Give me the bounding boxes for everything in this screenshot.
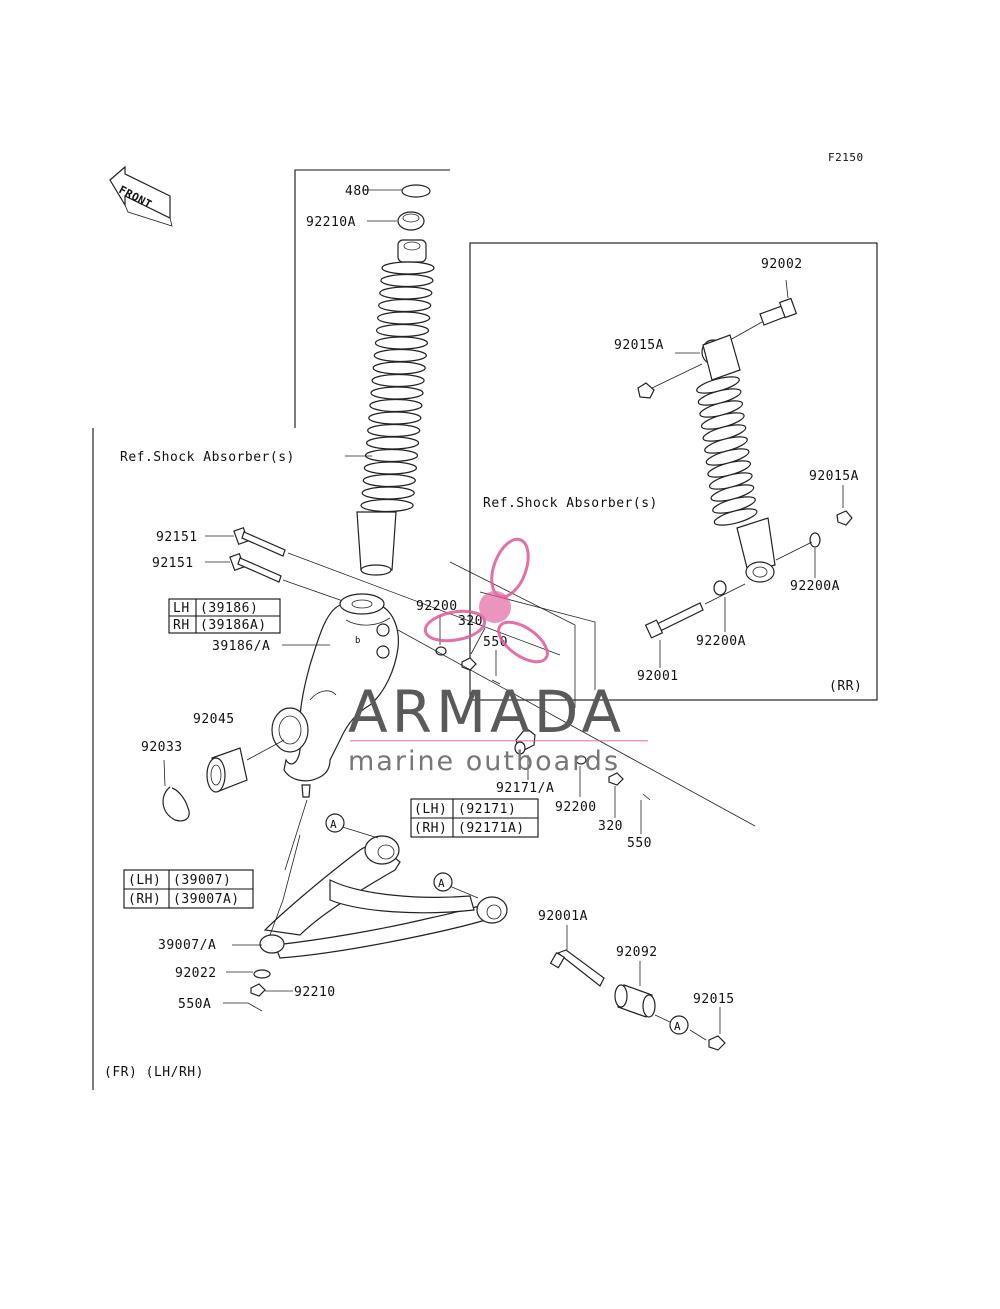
label-92015: 92015 [693, 992, 735, 1007]
label-92210a: 92210A [306, 215, 356, 230]
knuckle-rh-side: RH [173, 618, 190, 633]
tie-rod-rh-part: (92171A) [458, 821, 525, 836]
spring-coil [370, 386, 424, 400]
spring-coil [366, 436, 420, 450]
wheel-bearing [206, 739, 285, 793]
label-ref-shock-front: Ref.Shock Absorber(s) [120, 450, 295, 465]
watermark-logo-icon [423, 537, 549, 664]
label-92001a: 92001A [538, 909, 588, 924]
spring-coil [713, 508, 758, 526]
spring-coil [373, 348, 427, 363]
a-arm-lh-side: (LH) [128, 873, 161, 888]
label-480: 480 [345, 184, 370, 199]
label-rear-section: (RR) [829, 679, 862, 694]
label-92200-lower: 92200 [555, 800, 597, 815]
rear-shock-absorber [637, 279, 853, 668]
front-shock-absorber [356, 184, 435, 576]
svg-text:A: A [674, 1020, 681, 1033]
watermark-tagline: marine outboards [348, 746, 620, 777]
spring-coil [371, 373, 425, 388]
snap-ring [162, 759, 190, 822]
label-ref-shock-rear: Ref.Shock Absorber(s) [483, 496, 658, 511]
figure-code: F2150 [828, 151, 864, 164]
label-92210: 92210 [294, 985, 336, 1000]
label-92092: 92092 [616, 945, 658, 960]
label-92200-upper: 92200 [416, 599, 458, 614]
marker-a-2: A [433, 872, 453, 892]
label-92015a-top: 92015A [614, 338, 664, 353]
spring-coil [375, 323, 430, 338]
label-92151-a: 92151 [156, 530, 198, 545]
svg-text:b: b [355, 636, 361, 646]
tie-rod-rh-side: (RH) [414, 821, 447, 836]
label-320-lower: 320 [598, 819, 623, 834]
label-92200a-right: 92200A [790, 579, 840, 594]
label-92002: 92002 [761, 257, 803, 272]
label-92001: 92001 [637, 669, 679, 684]
spring-coil [381, 261, 435, 275]
knuckle-lh-side: LH [173, 601, 190, 616]
a-arm-rh-side: (RH) [128, 892, 161, 907]
label-550a: 550A [178, 997, 211, 1012]
label-550-lower: 550 [627, 836, 652, 851]
tie-rod-lh-part: (92171) [458, 802, 516, 817]
label-320-upper: 320 [458, 614, 483, 629]
a-arm-variant-table: (LH) (39007) (RH) (39007A) [123, 869, 254, 909]
spring-coil [372, 361, 426, 375]
tie-rod-variant-table: (LH) (92171) (RH) (92171A) [410, 798, 539, 838]
label-92022: 92022 [175, 966, 217, 981]
a-arm-rh-part: (39007A) [173, 892, 240, 907]
knuckle-variant-table: LH (39186) RH (39186A) [168, 598, 281, 634]
spring-coil [378, 298, 432, 313]
lower-a-arm [232, 799, 508, 959]
spring-coil [361, 486, 415, 500]
spring-coil [377, 311, 431, 325]
label-92200a-bottom: 92200A [696, 634, 746, 649]
knuckle-lh-part: (39186) [200, 601, 258, 616]
ball-joint-hardware [223, 969, 293, 1012]
label-39007a: 39007/A [158, 938, 216, 953]
label-92015a-right: 92015A [809, 469, 859, 484]
spring-coil [379, 286, 433, 300]
svg-text:A: A [438, 877, 445, 890]
tie-rod-lh-side: (LH) [414, 802, 447, 817]
spring-coil [363, 461, 417, 475]
label-92171a: 92171/A [496, 781, 554, 796]
marker-a-1: A [325, 813, 345, 833]
spring-coil [362, 473, 416, 488]
front-arrow-icon: FRONT [109, 165, 173, 227]
label-92045: 92045 [193, 712, 235, 727]
pivot-bolt-assembly [549, 925, 726, 1051]
marker-a-3: A [669, 1015, 689, 1035]
spring-coil [360, 498, 414, 513]
label-front-section: (FR) (LH/RH) [104, 1065, 204, 1080]
label-92033: 92033 [141, 740, 183, 755]
spring-coil [368, 411, 422, 425]
rear-section-box [469, 242, 878, 701]
a-arm-lh-part: (39007) [173, 873, 231, 888]
spring-coil [380, 273, 434, 288]
watermark-rule [350, 740, 648, 742]
watermark-brand: ARMADA [348, 678, 625, 746]
label-92151-b: 92151 [152, 556, 194, 571]
label-39186a: 39186/A [212, 639, 270, 654]
svg-text:A: A [330, 818, 337, 831]
knuckle-rh-part: (39186A) [200, 618, 267, 633]
spring-coil [364, 448, 419, 463]
shock-bracket-line [294, 169, 450, 428]
spring-coil [374, 336, 428, 350]
spring-coil [367, 423, 421, 438]
spring-coil [369, 398, 423, 413]
tie-rod-hardware [397, 561, 756, 834]
steering-knuckle: b [271, 593, 399, 798]
